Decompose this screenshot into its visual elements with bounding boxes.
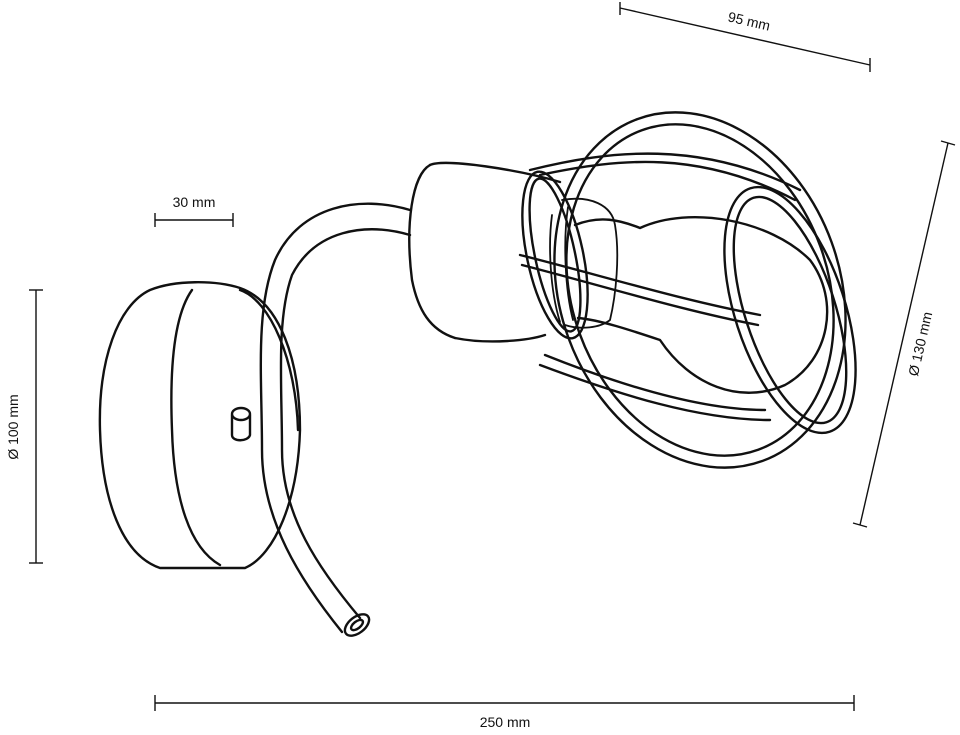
dimension-total-length: 250 mm [154, 695, 855, 730]
curved-arm [259, 202, 412, 637]
arm-end-cap [343, 613, 371, 637]
label-total-length: 250 mm [480, 714, 531, 730]
dimension-shade-diameter: Ø 130 mm [852, 140, 956, 528]
light-bulb [549, 197, 829, 394]
wire-cage-shade [518, 111, 857, 469]
label-shade-diameter: Ø 130 mm [905, 310, 935, 377]
mounting-screw [230, 406, 252, 442]
label-top-depth: 95 mm [726, 9, 771, 34]
wall-base-plate [98, 281, 302, 570]
socket-holder [408, 161, 562, 343]
label-base-diameter: Ø 100 mm [5, 394, 21, 459]
dimension-stem: 30 mm [154, 194, 234, 227]
dimension-top-depth: 95 mm [619, 2, 871, 72]
label-stem: 30 mm [173, 194, 216, 210]
dimension-base-diameter: Ø 100 mm [5, 289, 43, 564]
